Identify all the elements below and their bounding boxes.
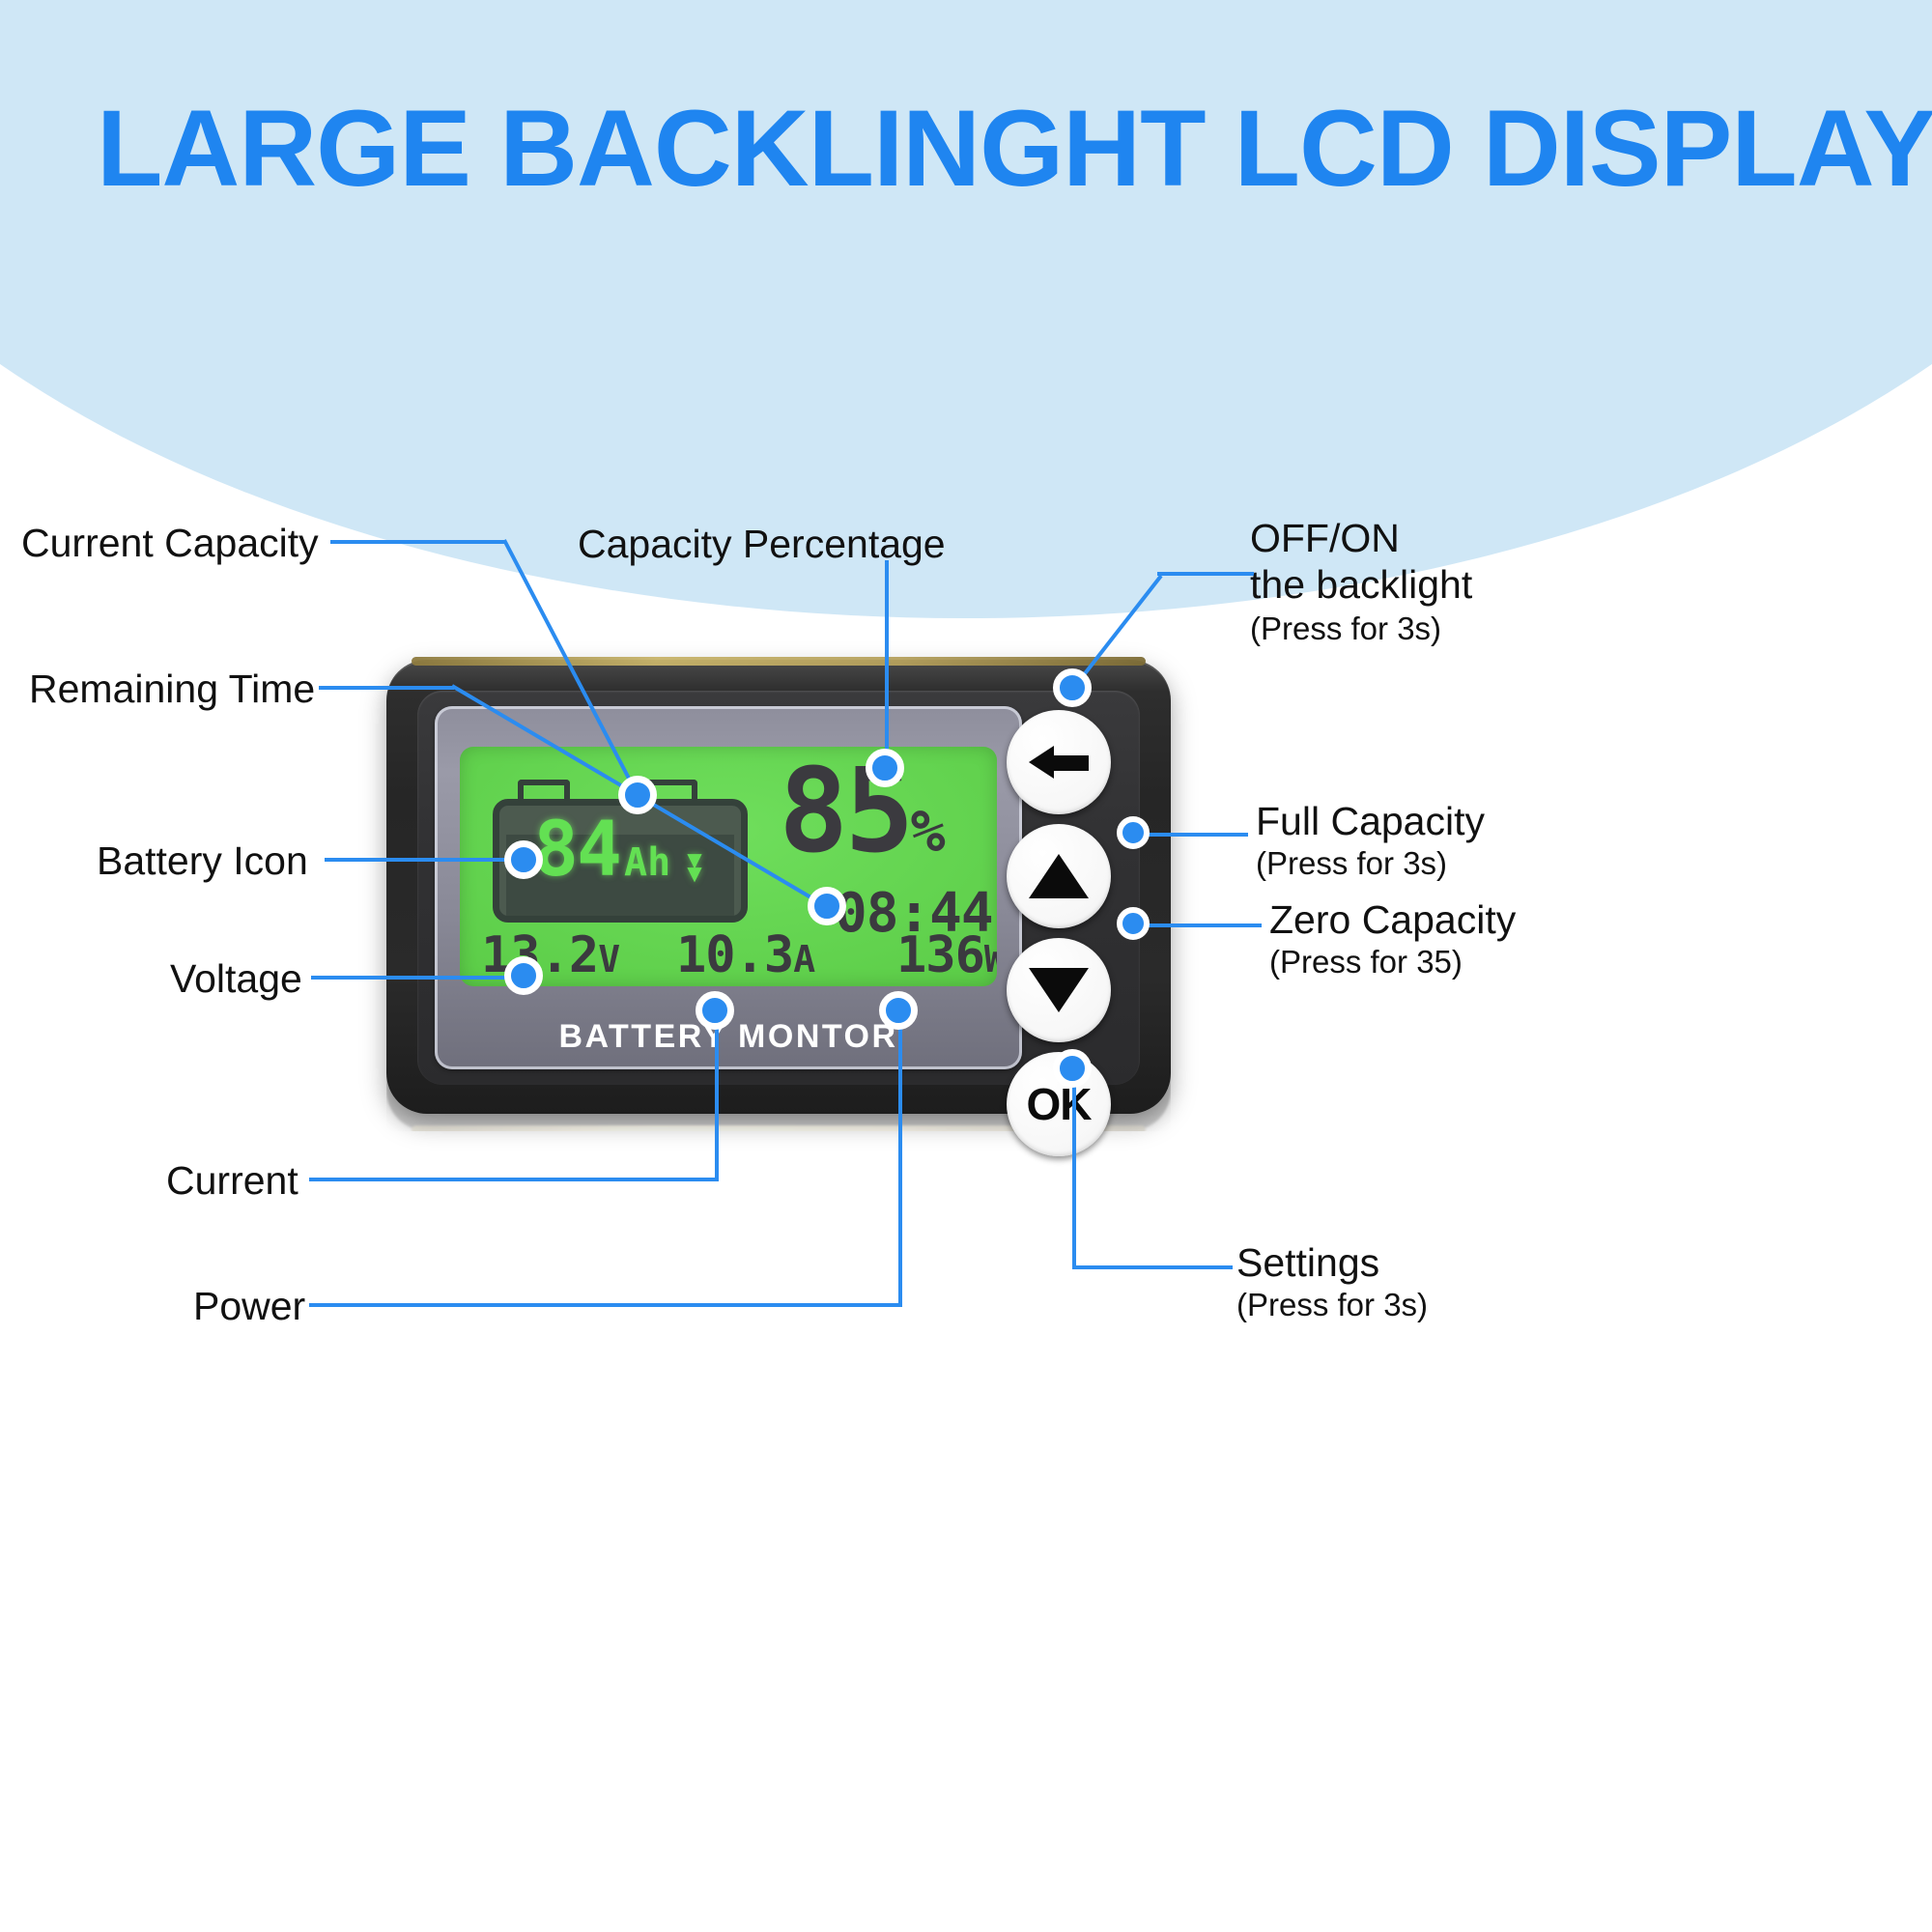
callout-settings-sub: (Press for 3s) [1236, 1287, 1429, 1323]
callout-current: Current [166, 1157, 298, 1204]
current-value: 10.3 [676, 926, 794, 984]
callout-battery-icon-title: Battery Icon [97, 838, 308, 883]
callout-capacity-percentage-title: Capacity Percentage [578, 522, 946, 566]
power-unit: W [983, 938, 997, 980]
remaining-time-readout: 08:44 [835, 882, 994, 945]
left-arrow-icon [1029, 746, 1089, 779]
leader-line-backlight-diag [1070, 574, 1163, 692]
up-button[interactable] [1007, 824, 1111, 928]
marker-current [696, 991, 734, 1030]
callout-remaining-time-title: Remaining Time [29, 667, 316, 711]
button-column: OK [1003, 708, 1117, 1156]
marker-power [879, 991, 918, 1030]
leader-line-current-v [715, 1012, 719, 1179]
marker-battery-icon [504, 840, 543, 879]
marker-zero-capacity-button [1117, 907, 1150, 940]
callout-full-capacity: Full Capacity (Press for 3s) [1256, 798, 1485, 883]
voltage-unit: V [598, 938, 620, 980]
marker-current-capacity [618, 776, 657, 814]
up-triangle-icon [1029, 854, 1089, 898]
callout-voltage-title: Voltage [170, 956, 302, 1001]
leader-line-settings-v [1072, 1072, 1076, 1269]
marker-settings-button [1053, 1049, 1092, 1088]
leader-line-zero-capacity-h [1148, 923, 1262, 927]
callout-backlight: OFF/ON the backlight (Press for 3s) [1250, 515, 1472, 647]
power-readout: 136W [896, 926, 997, 984]
callout-zero-capacity-sub: (Press for 35) [1269, 944, 1463, 980]
down-triangle-icon [1029, 968, 1089, 1012]
power-value: 136 [896, 926, 985, 984]
callout-settings: Settings (Press for 3s) [1236, 1239, 1428, 1324]
current-readout: 10.3A [676, 926, 815, 984]
leader-line-current-capacity-diag [502, 539, 639, 796]
callout-power: Power [193, 1283, 305, 1329]
callout-settings-title: Settings [1236, 1240, 1380, 1285]
leader-line-capacity-percentage-v [885, 560, 889, 763]
page-title: LARGE BACKLINGHT LCD DISPLAY [97, 88, 1932, 209]
callout-zero-capacity-title: Zero Capacity [1269, 897, 1517, 942]
marker-backlight-button [1053, 668, 1092, 707]
marker-full-capacity-button [1117, 816, 1150, 849]
leader-line-remaining-time-h [319, 686, 454, 690]
callout-voltage: Voltage [170, 955, 302, 1002]
marker-voltage [504, 956, 543, 995]
leader-line-power-v [898, 1012, 902, 1305]
callout-capacity-percentage: Capacity Percentage [578, 521, 946, 567]
capacity-percentage-unit: % [910, 798, 946, 866]
header-arc-background [0, 0, 1932, 618]
callout-remaining-time: Remaining Time [29, 666, 315, 712]
callout-full-capacity-sub: (Press for 3s) [1256, 845, 1448, 882]
callout-backlight-title: OFF/ON [1250, 516, 1400, 560]
callout-current-capacity: Current Capacity [21, 520, 319, 566]
current-unit: A [793, 938, 815, 980]
callout-power-title: Power [193, 1284, 306, 1328]
marker-remaining-time [808, 887, 846, 925]
leader-line-battery-icon-h [325, 858, 524, 862]
marker-capacity-percentage [866, 749, 904, 787]
leader-line-power-h [309, 1303, 902, 1307]
leader-line-voltage-h [311, 976, 524, 980]
leader-line-current-h [309, 1178, 719, 1181]
leader-line-backlight-h [1157, 572, 1254, 576]
callout-zero-capacity: Zero Capacity (Press for 35) [1269, 896, 1516, 981]
down-button[interactable] [1007, 938, 1111, 1042]
ok-button-label: OK [1026, 1079, 1093, 1129]
leader-line-full-capacity-h [1148, 833, 1248, 837]
battery-terminal-left-icon [518, 780, 570, 801]
callout-full-capacity-title: Full Capacity [1256, 799, 1485, 843]
leader-line-settings-h [1072, 1265, 1233, 1269]
callout-backlight-title2: the backlight [1250, 562, 1473, 608]
back-button[interactable] [1007, 710, 1111, 814]
callout-battery-icon: Battery Icon [97, 838, 308, 884]
leader-line-current-capacity-h [330, 540, 506, 544]
callout-backlight-sub: (Press for 3s) [1250, 610, 1442, 646]
callout-current-capacity-title: Current Capacity [21, 521, 319, 565]
callout-current-title: Current [166, 1158, 298, 1203]
